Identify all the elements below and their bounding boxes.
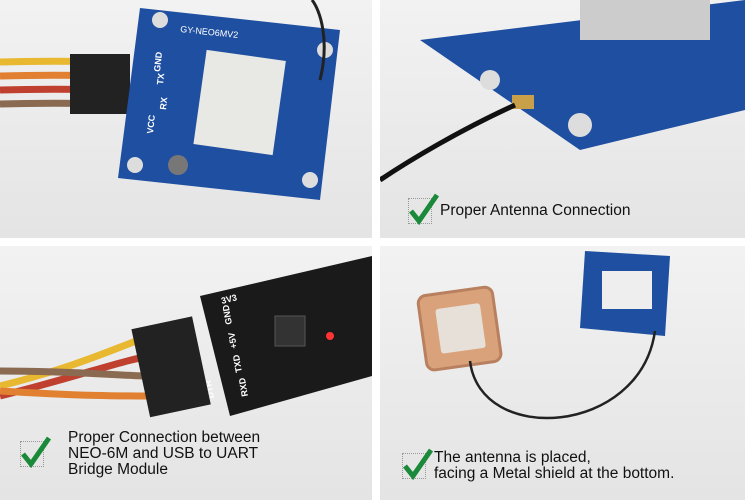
gps-module-illustration: GY-NEO6MV2 VCC RX TX GND bbox=[0, 0, 340, 200]
pin-label-txd: TXD bbox=[231, 353, 244, 373]
pin-label-rx: RX bbox=[158, 97, 169, 110]
checkmark-icon bbox=[20, 436, 51, 468]
checkmark-icon bbox=[402, 448, 433, 480]
pin-label-vcc: VCC bbox=[145, 114, 157, 134]
usb-uart-illustration: 3V3 GND +5V TXD RXD DTR bbox=[0, 256, 372, 418]
photo-antenna-connection: Proper Antenna Connection bbox=[380, 0, 745, 238]
caption-line: Proper Antenna Connection bbox=[440, 202, 631, 219]
pin-label-5v: +5V bbox=[226, 332, 239, 350]
pin-label-rxd: RXD bbox=[237, 376, 250, 397]
photo-gps-module-wiring: GY-NEO6MV2 VCC RX TX GND bbox=[0, 0, 372, 238]
antenna-connector-illustration bbox=[380, 0, 745, 183]
photo-antenna-placement: The antenna is placed, facing a Metal sh… bbox=[380, 246, 745, 500]
caption-line: facing a Metal shield at the bottom. bbox=[434, 465, 675, 482]
caption-antenna-connection: Proper Antenna Connection bbox=[408, 193, 631, 225]
caption-line: Bridge Module bbox=[68, 461, 168, 478]
pin-label-3v3: 3V3 bbox=[220, 292, 238, 306]
caption-antenna-placement: The antenna is placed, facing a Metal sh… bbox=[402, 448, 675, 482]
caption-line: The antenna is placed, bbox=[434, 449, 591, 466]
pin-label-tx: TX bbox=[155, 73, 166, 85]
pin-label-gnd: GND bbox=[221, 303, 234, 325]
photo-usb-uart-wiring: 3V3 GND +5V TXD RXD DTR Proper Connectio… bbox=[0, 246, 372, 500]
caption-uart-connection: Proper Connection between NEO-6M and USB… bbox=[20, 430, 260, 478]
checkmark-icon bbox=[408, 193, 439, 225]
antenna-placement-illustration bbox=[416, 251, 670, 420]
pin-label-gnd: GND bbox=[152, 51, 164, 72]
caption-line: Proper Connection between bbox=[68, 429, 261, 446]
caption-line: NEO-6M and USB to UART bbox=[68, 445, 259, 462]
